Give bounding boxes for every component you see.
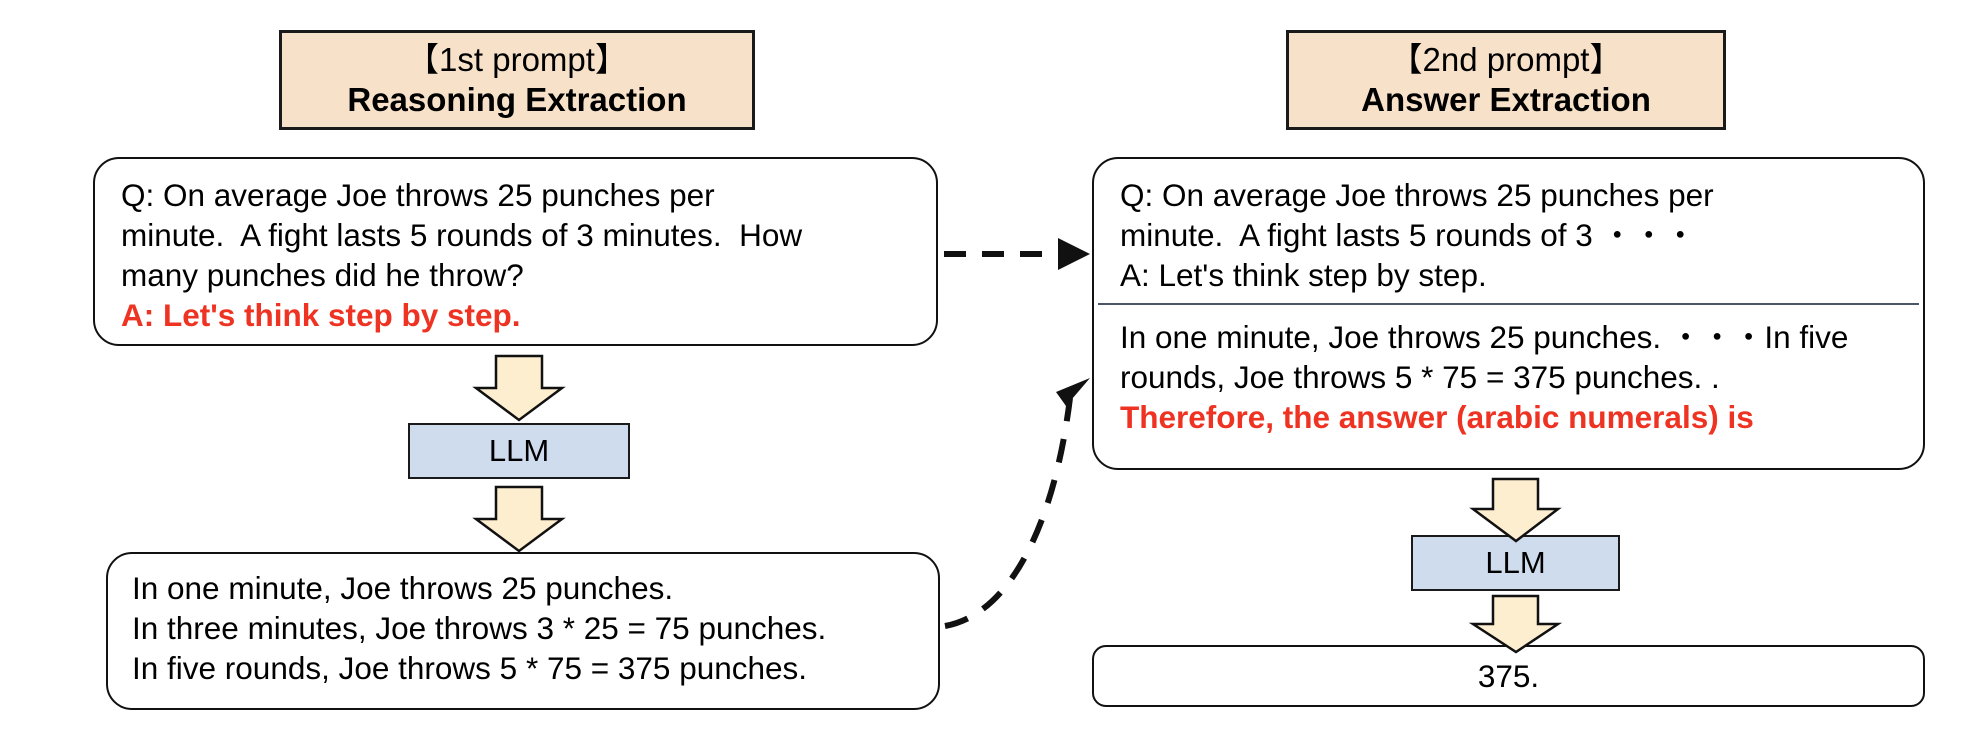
dashed-arrow-right-top	[944, 238, 1090, 270]
prompt-header-right-bracket: 【2nd prompt】	[1389, 40, 1623, 78]
llm-box-left: LLM	[408, 423, 630, 479]
llm-box-right: LLM	[1411, 535, 1620, 591]
dashed-curved-arrow	[944, 378, 1090, 629]
llm-label-left: LLM	[488, 433, 550, 468]
question-text-left: Q: On average Joe throws 25 punches per …	[121, 177, 803, 293]
prompt-header-right: 【2nd prompt】 Answer Extraction	[1286, 30, 1726, 130]
prompt-box-right: Q: On average Joe throws 25 punches per …	[1092, 157, 1925, 470]
down-block-arrow-right-2	[1468, 594, 1563, 654]
down-block-arrow-left-2	[472, 485, 566, 553]
llm-label-right: LLM	[1485, 545, 1546, 580]
prompt-header-left-title: Reasoning Extraction	[347, 81, 687, 118]
prompt-text-right-top: Q: On average Joe throws 25 punches per …	[1120, 177, 1714, 293]
answer-value: 375.	[1477, 658, 1540, 694]
prompt-box-divider	[1098, 303, 1919, 305]
down-block-arrow-right-1	[1469, 477, 1562, 543]
down-block-arrow-left-1	[472, 354, 566, 422]
reasoning-text-left: In one minute, Joe throws 25 punches. In…	[132, 570, 827, 686]
answer-box-right: 375.	[1092, 645, 1925, 707]
prompt-header-left: 【1st prompt】 Reasoning Extraction	[279, 30, 755, 130]
prompt-header-left-bracket: 【1st prompt】	[406, 40, 628, 78]
reasoning-box-left: In one minute, Joe throws 25 punches. In…	[106, 552, 940, 710]
prompt-text-right-bottom: In one minute, Joe throws 25 punches. ・・…	[1120, 319, 1849, 395]
prompt-highlight-right: Therefore, the answer (arabic numerals) …	[1120, 399, 1754, 435]
prompt-header-right-title: Answer Extraction	[1361, 81, 1651, 118]
question-highlight-left: A: Let's think step by step.	[121, 297, 521, 333]
question-box-left: Q: On average Joe throws 25 punches per …	[93, 157, 938, 346]
